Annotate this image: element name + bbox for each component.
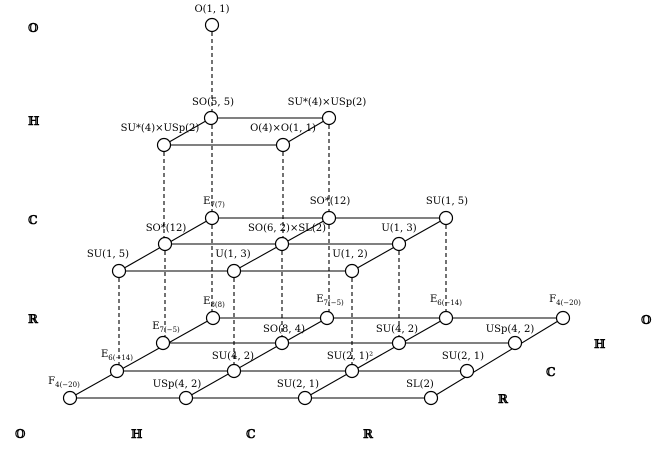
node-sl2: [423, 390, 439, 406]
right-label-octonions: 𝕆: [641, 313, 652, 327]
label-e7m5-back: E7(−5): [316, 294, 344, 307]
node-o4o11: [275, 137, 291, 153]
node-so55: [203, 110, 219, 126]
node-e6m14-back: [438, 310, 454, 326]
node-sos12-mid: [157, 236, 173, 252]
right-axis-labels: 𝕆 ℍ ℂ ℝ: [498, 313, 652, 406]
label-e7m5-front: E7(−5): [152, 321, 180, 334]
node-su15-front: [111, 263, 127, 279]
label-su42-front: SU(4, 2): [212, 351, 254, 362]
row-axis-labels: 𝕆 ℍ ℂ ℝ: [28, 21, 40, 326]
label-sos12-back: SO*(12): [310, 196, 351, 207]
label-e6m14-front: E6(−14): [101, 349, 133, 362]
node-su42-back: [391, 335, 407, 351]
node-sup-top: [321, 110, 337, 126]
node-su21sq: [344, 363, 360, 379]
label-e77: E7(7): [203, 196, 225, 209]
vertical-dashed-connectors: [118, 25, 447, 371]
right-label-reals: ℝ: [498, 392, 509, 406]
label-su21-back: SU(2, 1): [442, 351, 484, 362]
node-su21-back: [459, 363, 475, 379]
node-f4m20-front: [62, 390, 78, 406]
node-sup-front: [156, 137, 172, 153]
bottom-label-complex: ℂ: [246, 427, 256, 441]
right-label-complex: ℂ: [546, 365, 556, 379]
nodes: [62, 17, 571, 406]
row-label-octonions: 𝕆: [28, 21, 39, 35]
label-su42-back: SU(4, 2): [376, 324, 418, 335]
label-su21-front: SU(2, 1): [277, 379, 319, 390]
label-o4o11: O(4)×O(1, 1): [250, 123, 316, 134]
label-sup-front: SU*(4)×USp(2): [121, 123, 200, 134]
node-su15-back: [438, 210, 454, 226]
node-su21-front: [297, 390, 313, 406]
bottom-label-reals: ℝ: [363, 427, 374, 441]
label-o11: O(1, 1): [194, 4, 229, 15]
node-u12: [344, 263, 360, 279]
quaternion-layer-edges: [163, 117, 330, 146]
label-usp42-front: USp(4, 2): [153, 379, 202, 390]
node-u13-front: [226, 263, 242, 279]
node-e7m5-back: [319, 310, 335, 326]
label-so62: SO(6, 2)×SL(2): [248, 223, 326, 234]
node-e88: [205, 310, 221, 326]
node-e77: [204, 210, 220, 226]
label-f4m20-back: F4(−20): [549, 294, 581, 307]
label-su21sq: SU(2, 1)²: [327, 351, 373, 362]
label-sup-top: SU*(4)×USp(2): [288, 97, 367, 108]
label-f4m20-front: F4(−20): [48, 376, 80, 389]
node-e6m14-front: [109, 363, 125, 379]
label-u12: U(1, 2): [332, 249, 367, 260]
node-o11: [204, 17, 220, 33]
row-label-complex: ℂ: [28, 213, 38, 227]
node-f4m20-back: [555, 310, 571, 326]
label-u13-front: U(1, 3): [215, 249, 250, 260]
label-so55: SO(5, 5): [192, 97, 234, 108]
bottom-label-quaternions: ℍ: [131, 427, 143, 441]
row-label-quaternions: ℍ: [28, 114, 40, 128]
node-so84: [274, 335, 290, 351]
label-su15-front: SU(1, 5): [87, 249, 129, 260]
node-su42-front: [226, 363, 242, 379]
node-usp42-front: [178, 390, 194, 406]
label-usp42-back: USp(4, 2): [486, 324, 535, 335]
bottom-label-octonions: 𝕆: [15, 427, 26, 441]
right-label-quaternions: ℍ: [594, 337, 606, 351]
bottom-axis-labels: 𝕆 ℍ ℂ ℝ: [15, 427, 374, 441]
label-sl2: SL(2): [406, 379, 434, 390]
label-e88: E8(8): [203, 296, 225, 309]
label-u13-mid: U(1, 3): [381, 223, 416, 234]
label-so84: SO(8, 4): [263, 324, 305, 335]
node-e7m5-front: [155, 335, 171, 351]
label-sos12-mid: SO*(12): [146, 223, 187, 234]
row-label-reals: ℝ: [28, 312, 39, 326]
node-u13-mid: [391, 236, 407, 252]
node-so62: [274, 236, 290, 252]
node-labels: O(1, 1) SO(5, 5) SU*(4)×USp(2) SU*(4)×US…: [48, 4, 581, 390]
node-sos12-back: [321, 210, 337, 226]
label-e6m14-back: E6(−14): [430, 294, 462, 307]
real-layer-edges: [69, 317, 564, 399]
label-su15-back: SU(1, 5): [426, 196, 468, 207]
node-usp42-back: [507, 335, 523, 351]
